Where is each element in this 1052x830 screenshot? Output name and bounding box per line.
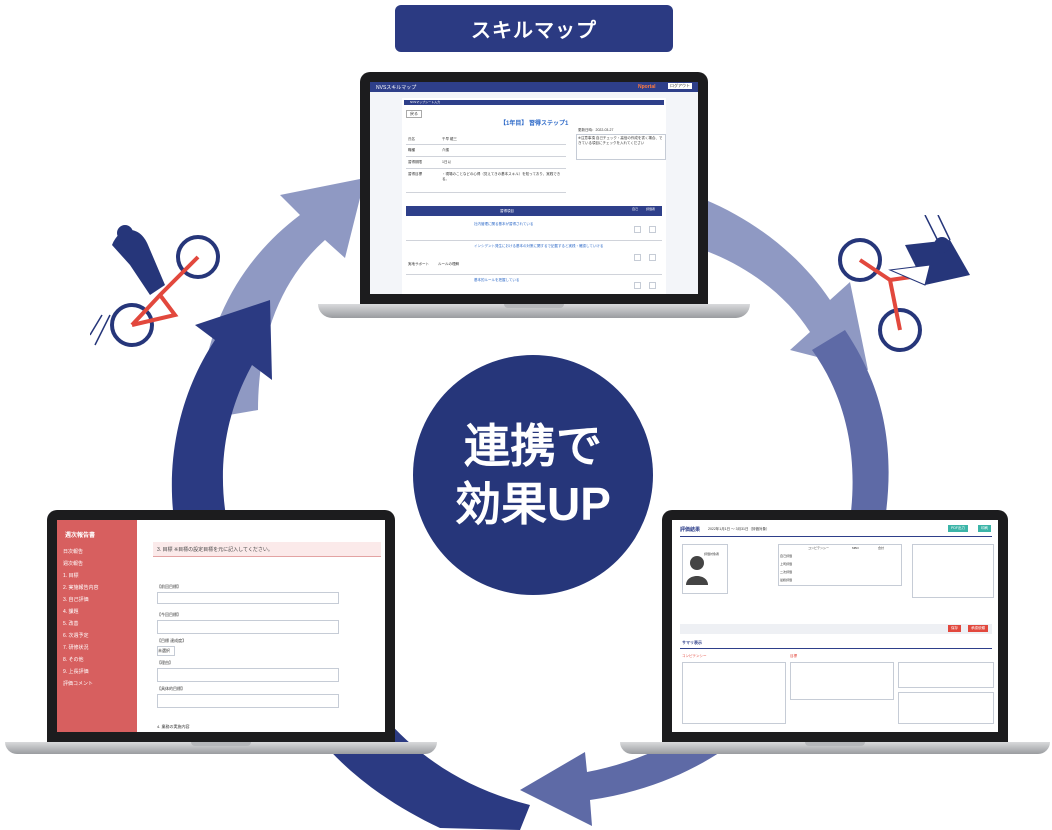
value-goal: ・現場のことなどの心得（覚えてきの基本スキル）を知っており、実践できる。 (442, 172, 561, 181)
arrow-left (171, 300, 272, 560)
center-badge: 連携で 効果UP (413, 355, 653, 595)
row-second: 二次評価 (780, 570, 793, 574)
checkbox-self-3[interactable] (634, 282, 641, 289)
skillmap-screen: NVSスキルマップ Nportal ログアウト NVSマップシート入力 戻る 【… (370, 82, 698, 294)
note-box: ※注意事項 自己チェック・高信の作成を書く場合、できている項目にチェックを入れて… (576, 134, 666, 160)
menu-item-11[interactable]: 評価コメント (63, 681, 94, 687)
menu-item-4[interactable]: 3. 自己評価 (63, 597, 89, 603)
field-label-2: 【目標 達成度】 (157, 638, 187, 643)
menu-item-6[interactable]: 5. 改善 (63, 621, 79, 627)
checkbox-eval-3[interactable] (649, 282, 656, 289)
weekly-report-screen: 週次報告書 日次報告 週次報告 1. 目標 2. 実施報告内容 3. 自己評価 … (57, 520, 385, 732)
competency-table (682, 662, 786, 724)
save-button[interactable]: 保存 (948, 625, 961, 632)
value-job: 介護 (442, 148, 449, 152)
label-deadline: 習得期限 (408, 160, 422, 164)
field-label-1: 【今回目標】 (157, 612, 181, 617)
item-2: インシデント発生における基本の対策に関するで記載すると実践・確認していける (474, 244, 604, 248)
menu-item-7[interactable]: 6. 次週予定 (63, 633, 89, 639)
menu-item-3[interactable]: 2. 実施報告内容 (63, 585, 99, 591)
field-input-1[interactable] (157, 620, 339, 634)
summary-section: サマリ表示 (682, 640, 702, 645)
menu-item-5[interactable]: 4. 課題 (63, 609, 79, 615)
menu-item-2[interactable]: 1. 目標 (63, 573, 79, 579)
field-label-0: 【前回目標】 (157, 584, 181, 589)
print-button[interactable]: 印刷 (978, 525, 991, 532)
field-label-3: 【理由】 (157, 660, 173, 665)
laptop-top: NVSスキルマップ Nportal ログアウト NVSマップシート入力 戻る 【… (318, 72, 750, 320)
comment-table (898, 692, 994, 724)
field-input-0[interactable] (157, 592, 339, 604)
subcategory-label: ルールの理解 (438, 262, 459, 266)
table-header (406, 206, 662, 216)
achievement-select[interactable]: 未選択 (157, 646, 175, 656)
col-competency: コンピテンシー (808, 546, 830, 550)
row-manager: 上司評価 (780, 562, 793, 566)
arrow-right (812, 330, 889, 520)
evaluation-screen: 評価結果 2022年1月1日 〜 3月31日（評価対象） PDF出力 印刷 評価… (672, 520, 998, 732)
col-mbo: MBO (852, 546, 859, 550)
extra-table (898, 662, 994, 688)
step-title: 【1年目】 習得ステップ1 (500, 121, 569, 127)
score-table (778, 544, 902, 586)
item-1: 社内管理に関る基本が習得されている (474, 222, 534, 226)
laptop-left: 週次報告書 日次報告 週次報告 1. 目標 2. 実施報告内容 3. 自己評価 … (5, 510, 437, 755)
label-goal: 習得目標 (408, 172, 422, 176)
section-title: 3. 目標 ※目標の設定目標を元に記入してください。 (157, 547, 273, 553)
table-header-label: 習得項目 (500, 209, 514, 213)
label-job: 職種 (408, 148, 415, 152)
approve-request-button[interactable]: 承認依頼 (968, 625, 988, 632)
menu-item-10[interactable]: 9. 上長評価 (63, 669, 89, 675)
app-title: NVSスキルマップ (376, 85, 417, 91)
col-total: 合計 (878, 546, 885, 550)
laptop-right: 評価結果 2022年1月1日 〜 3月31日（評価対象） PDF出力 印刷 評価… (620, 510, 1050, 755)
eval-period: 2022年1月1日 〜 3月31日（評価対象） (708, 527, 770, 531)
pdf-button[interactable]: PDF出力 (948, 525, 968, 532)
label-name: 氏名 (408, 137, 415, 141)
cyclist-right-illustration (838, 215, 970, 352)
menu-item-1[interactable]: 週次報告 (63, 561, 84, 567)
col-eval: 評価者 (646, 207, 656, 211)
sidebar (57, 520, 137, 732)
value-deadline: 1日以 (442, 160, 451, 164)
checkbox-self-1[interactable] (634, 226, 641, 233)
field-input-3[interactable] (157, 668, 339, 682)
footer-section: 4. 業務の実施内容 (157, 724, 190, 729)
app-title: 週次報告書 (65, 533, 96, 539)
eval-title: 評価結果 (680, 527, 701, 533)
item-3: 基本的ルールを把握している (474, 278, 520, 282)
brand-logo: Nportal (638, 84, 656, 90)
section-title: NVSマップシート入力 (410, 100, 441, 104)
section-header (153, 542, 381, 557)
profile-table: 氏名 千早 龍三 職種 介護 習得期限 1日以 習得目標 ・現場のことなどの心得… (406, 136, 566, 196)
menu-item-0[interactable]: 日次報告 (63, 549, 84, 555)
logout-button[interactable]: ログアウト (668, 83, 692, 89)
checkbox-self-2[interactable] (634, 254, 641, 261)
back-button[interactable]: 戻る (406, 110, 422, 118)
row-self: 自己評価 (780, 554, 793, 558)
profile-name: 評価対象者 (704, 552, 720, 556)
avatar-icon (686, 556, 708, 585)
subsection-competency: コンピテンシー (682, 654, 707, 658)
goal-table (790, 662, 894, 700)
row-final: 最終評価 (780, 578, 793, 582)
value-name: 千早 龍三 (442, 137, 457, 141)
center-line-1: 連携で (464, 420, 602, 472)
side-info-table (912, 544, 994, 598)
checkbox-eval-1[interactable] (649, 226, 656, 233)
page-title: スキルマップ (395, 5, 673, 52)
field-label-4: 【具体的目標】 (157, 686, 185, 691)
cyclist-left-illustration (90, 225, 220, 347)
menu-item-9[interactable]: 8. その他 (63, 657, 84, 663)
menu-item-8[interactable]: 7. 研修状況 (63, 645, 89, 651)
category-label: 実地サポート (408, 262, 429, 266)
subsection-goal: 目標 (790, 654, 797, 658)
profile-photo (682, 544, 728, 594)
field-input-4[interactable] (157, 694, 339, 708)
col-self: 自己 (632, 207, 639, 211)
update-date: 更新日時：2022-03-27 (578, 128, 614, 132)
checkbox-eval-2[interactable] (649, 254, 656, 261)
center-line-2: 効果UP (455, 478, 611, 530)
